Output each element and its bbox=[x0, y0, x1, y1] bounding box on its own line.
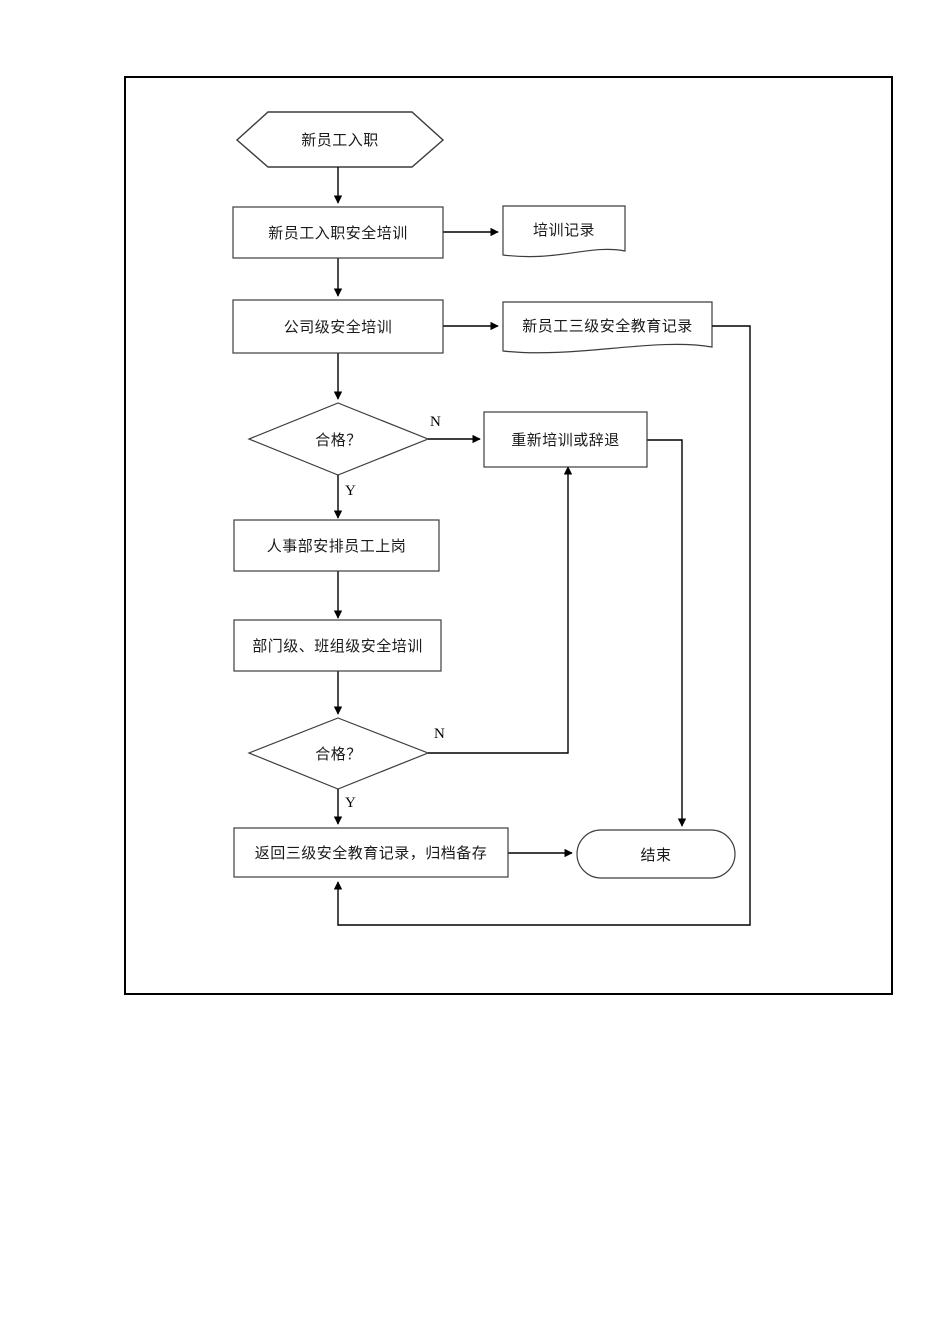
shape-decision-two-diamond bbox=[247, 717, 430, 790]
connector-decision-two-no bbox=[428, 466, 573, 754]
shape-onboarding-training-box bbox=[232, 206, 444, 259]
shape-training-record-document bbox=[502, 205, 626, 258]
shape-start-hexagon bbox=[235, 111, 445, 168]
shape-hr-assign-box bbox=[233, 519, 440, 572]
branch-label-decision-two-yes: Y bbox=[345, 795, 356, 811]
shape-decision-one-diamond bbox=[247, 402, 430, 476]
connector-retrain-to-end bbox=[647, 439, 687, 827]
shape-retrain-box bbox=[483, 411, 648, 468]
branch-label-decision-one-no: N bbox=[430, 414, 441, 430]
branch-label-decision-two-no: N bbox=[434, 726, 445, 742]
connector-three-level-record-loop bbox=[333, 325, 751, 926]
shape-company-training-box bbox=[232, 299, 444, 354]
shape-archive-box bbox=[233, 827, 509, 878]
shape-end-terminator bbox=[576, 829, 736, 879]
branch-label-decision-one-yes: Y bbox=[345, 483, 356, 499]
shape-three-level-record-document bbox=[502, 301, 713, 354]
shape-dept-training-box bbox=[233, 619, 442, 672]
